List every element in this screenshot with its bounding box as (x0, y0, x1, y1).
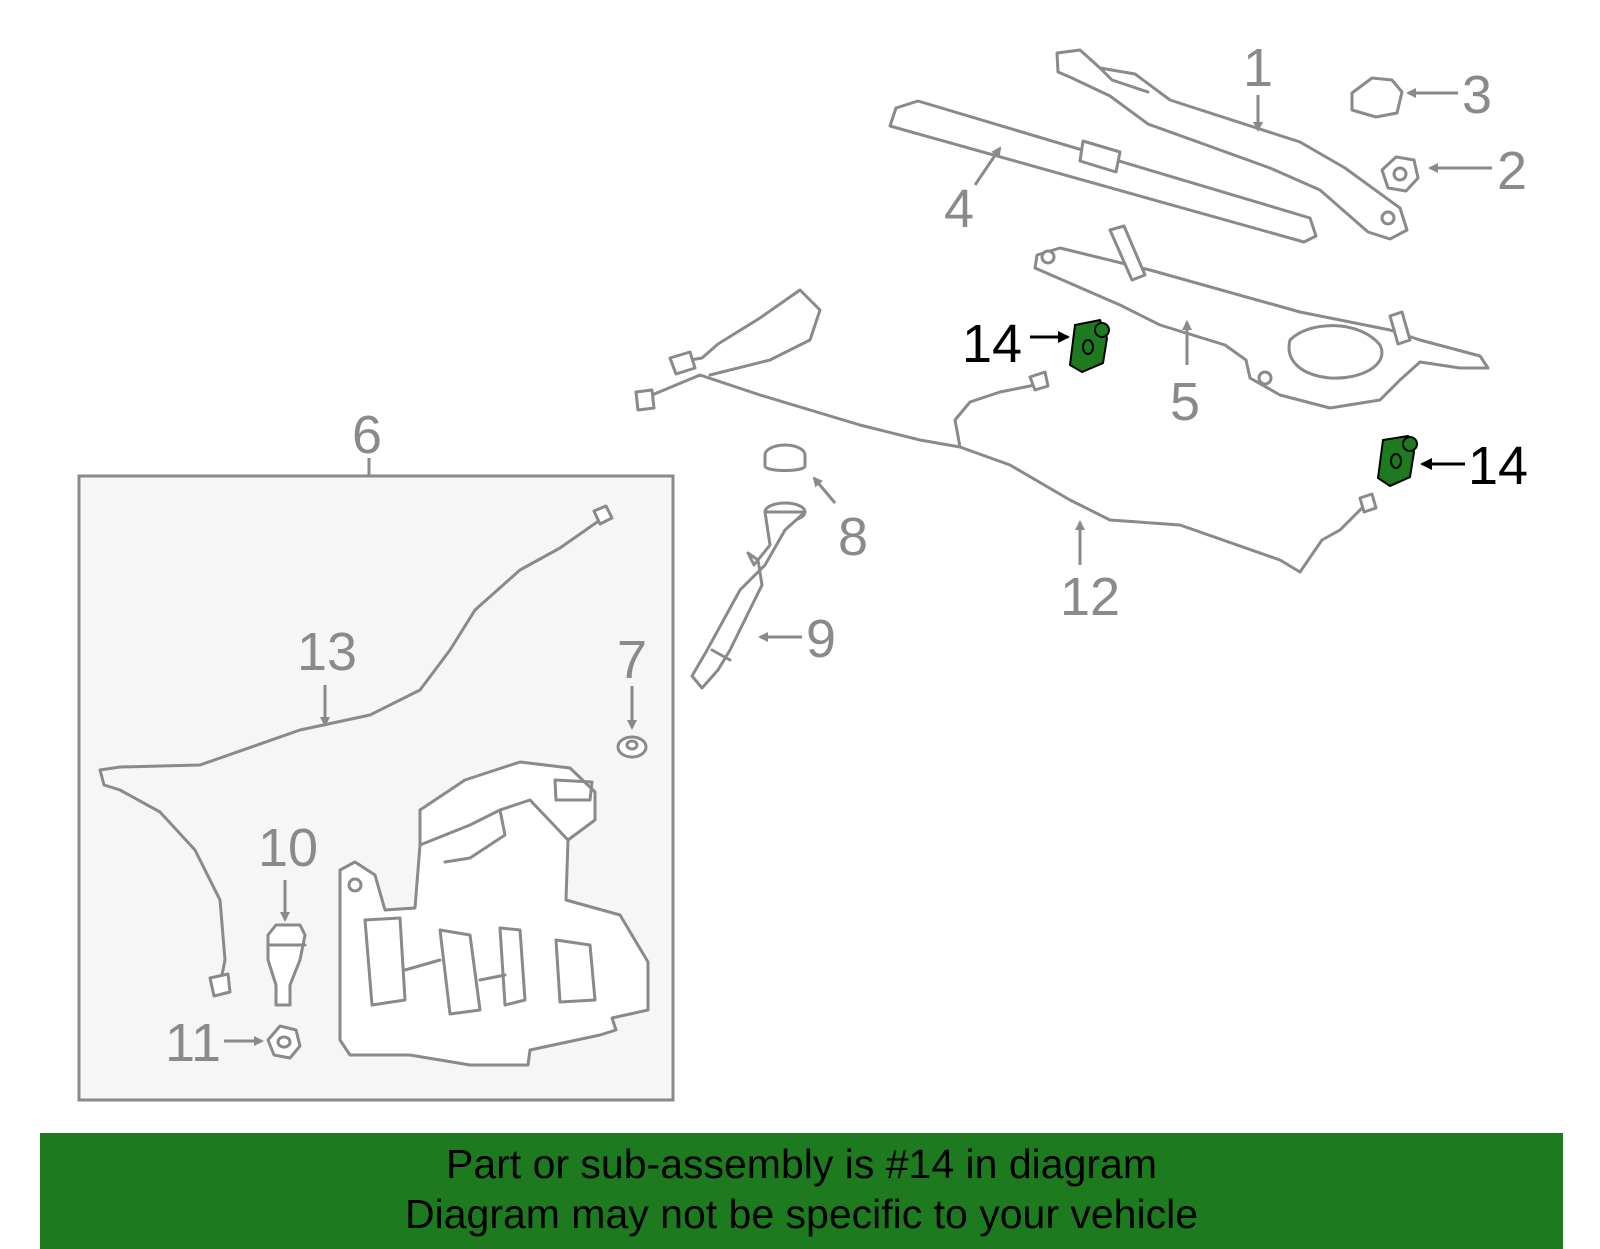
washer-reservoir (338, 760, 650, 1067)
wiper-linkage-part-5 (1033, 224, 1490, 410)
grommet-part-11 (224, 1024, 302, 1060)
nut-part-2 (1380, 155, 1492, 193)
callout-4: 4 (944, 179, 974, 239)
callout-14-upper: 14 (962, 314, 1022, 374)
callout-13: 13 (297, 622, 357, 682)
callout-10: 10 (258, 818, 318, 878)
banner-line-1: Part or sub-assembly is #14 in diagram (446, 1141, 1157, 1187)
info-banner: Part or sub-assembly is #14 in diagram D… (40, 1133, 1563, 1249)
clip-part-14-upper (1030, 318, 1110, 374)
callout-1: 1 (1243, 38, 1273, 98)
callout-2: 2 (1497, 141, 1527, 201)
washer-hose-part-12 (634, 288, 1378, 574)
callout-9: 9 (806, 609, 836, 669)
filler-neck-part-9 (690, 501, 807, 690)
grommet-part-7 (616, 686, 648, 759)
callout-6: 6 (352, 405, 382, 465)
wiper-arm-part-1 (1055, 48, 1409, 241)
wiper-arm-part-4 (888, 99, 1318, 244)
callout-11: 11 (165, 1013, 221, 1073)
banner-line-2: Diagram may not be specific to your vehi… (404, 1191, 1198, 1237)
pump-part-10 (266, 880, 307, 1007)
callout-14-lower: 14 (1468, 436, 1528, 496)
cap-part-3 (1350, 76, 1458, 119)
callout-5: 5 (1170, 372, 1200, 432)
hose-part-13 (98, 504, 614, 998)
callout-12: 12 (1060, 567, 1120, 627)
callout-7: 7 (617, 630, 647, 690)
clip-part-14-lower (1376, 434, 1465, 488)
seal-part-8 (763, 443, 837, 504)
callout-3: 3 (1462, 65, 1492, 125)
callout-8: 8 (838, 507, 868, 567)
